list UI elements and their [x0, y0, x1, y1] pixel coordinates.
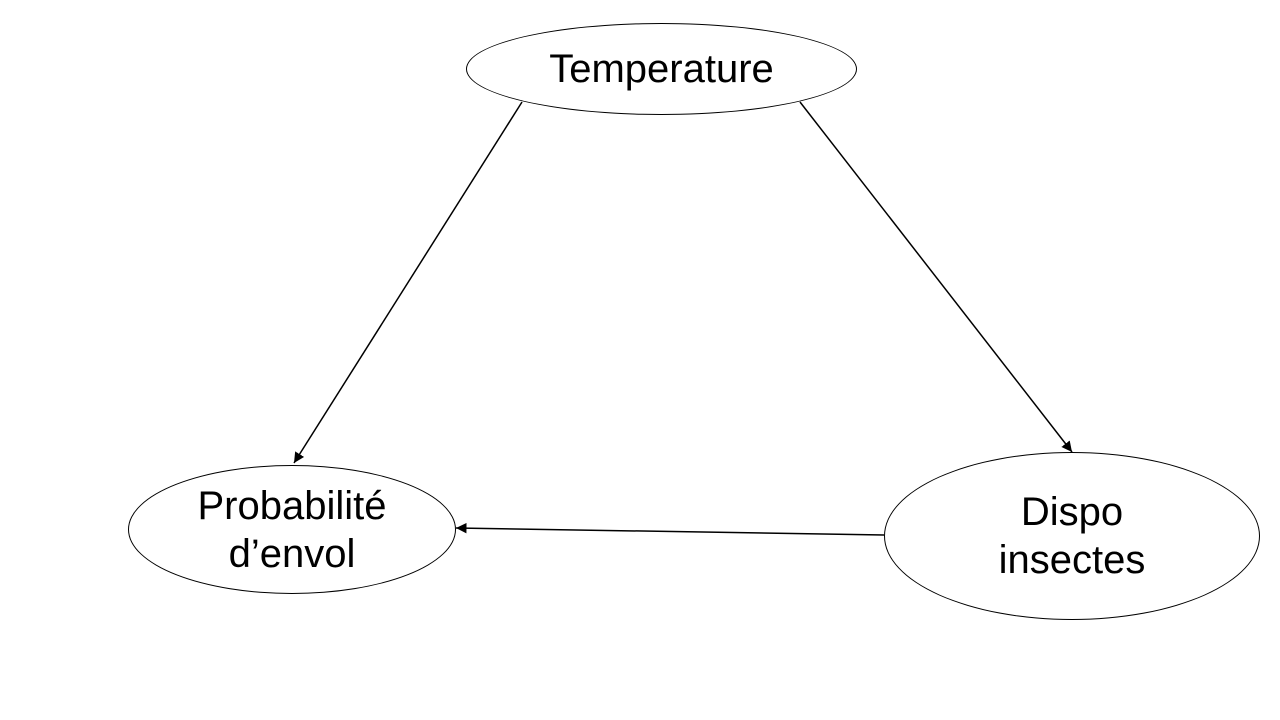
edge-temperature-to-dispo	[799, 101, 1073, 453]
node-temperature: Temperature	[466, 23, 857, 115]
node-label: Dispo	[1020, 490, 1124, 534]
edge-dispo-to-probabilite	[455, 522, 885, 536]
node-dispo-insectes: Dispo insectes	[884, 452, 1260, 620]
node-label: insectes	[998, 538, 1146, 582]
node-label: d’envol	[228, 531, 356, 576]
node-probabilite-envol: Probabilité d’envol	[128, 465, 456, 594]
node-label: Temperature	[549, 47, 774, 91]
edge-temperature-to-probabilite	[293, 101, 523, 464]
node-label: Probabilité	[197, 483, 387, 528]
